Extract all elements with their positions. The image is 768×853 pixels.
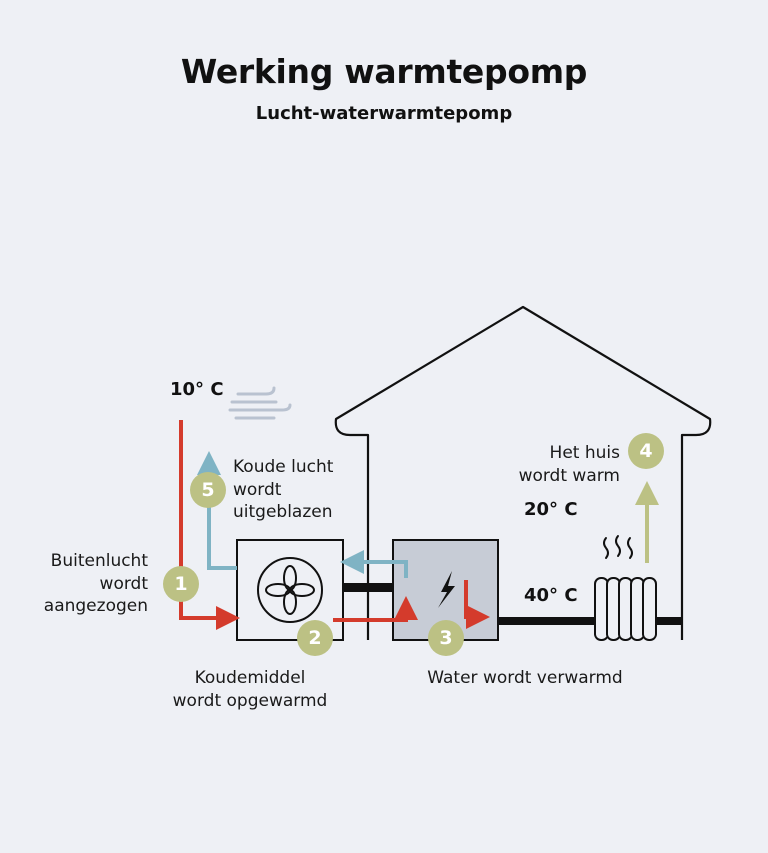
house-temperature: 20° C (524, 499, 578, 520)
water-temperature: 40° C (524, 585, 578, 606)
step-1-badge: 1 (163, 566, 199, 602)
house-outline (334, 305, 712, 640)
step-4-badge: 4 (628, 433, 664, 469)
refrigerant-return-arrow (340, 550, 408, 578)
step-5-badge: 5 (190, 472, 226, 508)
step-5-label: Koude lucht wordt uitgeblazen (233, 457, 334, 522)
diagram-subtitle: Lucht-waterwarmtepomp (255, 103, 513, 124)
step-3-badge: 3 (428, 620, 464, 656)
step-2-label: Koudemiddel wordt opgewarmd (172, 668, 328, 711)
diagram-title: Werking warmtepomp (180, 52, 588, 91)
radiator-icon (594, 577, 657, 641)
heated-water-arrow (464, 580, 490, 629)
outside-temperature: 10° C (170, 379, 224, 400)
heat-waves-icon (603, 535, 633, 559)
step-3-label: Water wordt verwarmd (427, 668, 623, 688)
refrigerant-supply-arrow (333, 596, 418, 622)
lightning-icon (438, 571, 455, 608)
fan-icon (257, 557, 323, 623)
pipes (343, 583, 682, 625)
step-1-label: Buitenlucht wordt aangezogen (43, 551, 148, 616)
intake-air-arrow (179, 420, 240, 630)
step-4-label: Het huis wordt warm (518, 443, 620, 486)
step-2-badge: 2 (297, 620, 333, 656)
wind-icon (228, 386, 292, 420)
